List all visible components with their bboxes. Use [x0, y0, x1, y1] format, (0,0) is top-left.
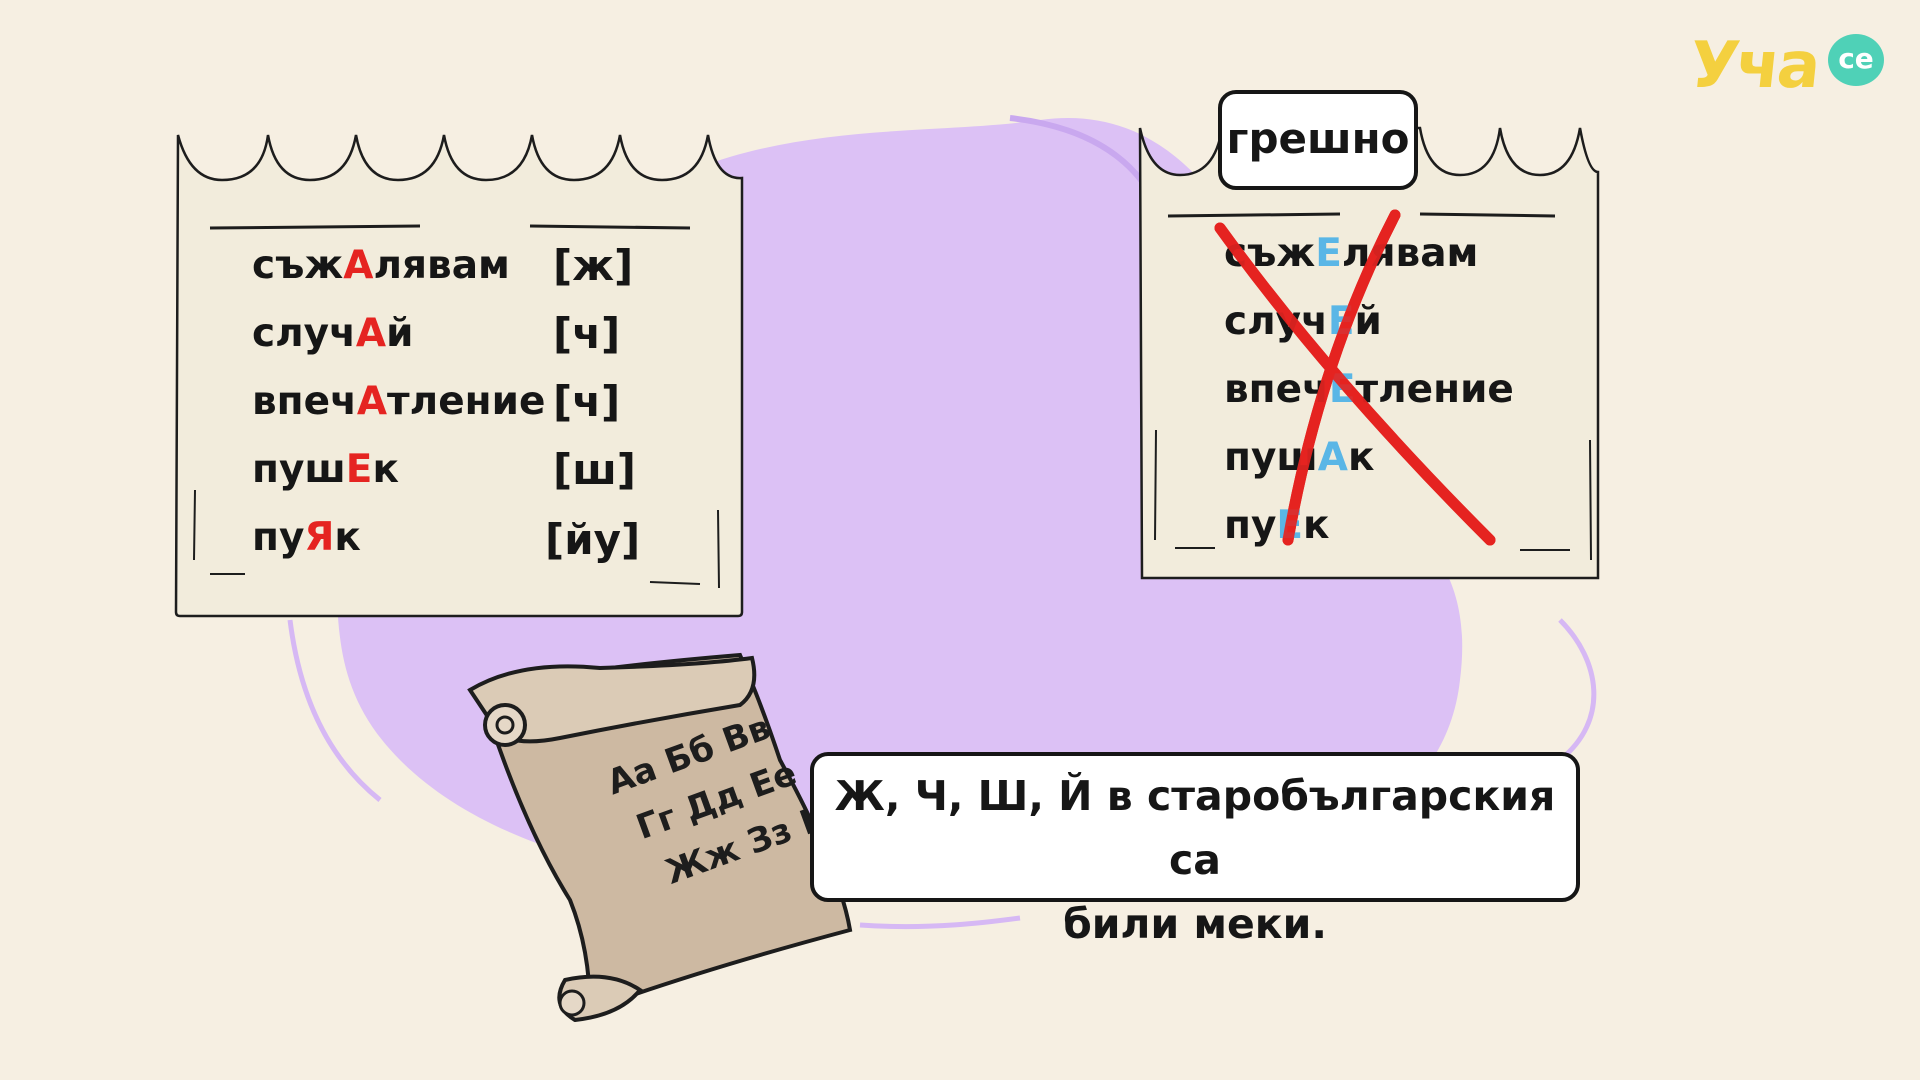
sound-transcription: [ж]	[553, 241, 634, 290]
highlight-letter: А	[343, 243, 374, 288]
list-item: пуЯк	[252, 508, 361, 568]
word-suffix: лявам	[373, 243, 510, 288]
sound-transcription: [йу]	[545, 515, 641, 564]
word-prefix: случ	[252, 311, 356, 356]
scroll-illustration	[467, 652, 853, 1023]
caption-box: Ж, Ч, Ш, Й в старобългарския са били мек…	[810, 752, 1580, 948]
word-suffix: к	[334, 515, 361, 560]
right-paper-note	[1138, 126, 1600, 580]
word-suffix: тление	[1355, 367, 1514, 412]
sound-transcription: [ш]	[553, 445, 636, 494]
word-prefix: съж	[252, 243, 344, 288]
word-suffix: к	[1303, 503, 1330, 548]
caption-line: Ж, Ч, Ш, Й в старобългарския са	[834, 772, 1556, 884]
wrong-badge: грешно	[1218, 90, 1418, 190]
list-item: съжАлявам	[252, 236, 510, 296]
left-paper-note	[174, 134, 744, 618]
word-prefix: впеч	[1224, 367, 1329, 412]
caption-line: били меки.	[1063, 900, 1327, 948]
word-suffix: к	[372, 447, 399, 492]
brand-logo: Уча се	[1686, 26, 1895, 106]
word-suffix: к	[1347, 435, 1375, 480]
highlight-letter: А	[355, 311, 387, 356]
highlight-letter: Е	[345, 447, 373, 492]
word-prefix: пу	[1224, 503, 1277, 548]
highlight-letter: Я	[304, 515, 335, 560]
sound-transcription: [ч]	[553, 377, 621, 426]
highlight-letter: А	[356, 379, 388, 424]
list-item: случАй	[252, 304, 413, 364]
word-prefix: пуш	[252, 447, 346, 492]
word-prefix: пу	[252, 515, 305, 560]
sound-transcription: [ч]	[553, 309, 621, 358]
list-item: впечАтление	[252, 372, 545, 432]
word-suffix: й	[386, 311, 414, 356]
highlight-letter: А	[1317, 435, 1348, 480]
word-suffix: тление	[387, 379, 546, 424]
word-prefix: впеч	[252, 379, 357, 424]
highlight-letter: Е	[1315, 231, 1342, 276]
left-word-list: съжАлявам случАй впечАтление пушЕк пуЯк	[252, 236, 652, 576]
logo-badge-icon: се	[1828, 34, 1884, 86]
list-item: пушЕк	[252, 440, 399, 500]
